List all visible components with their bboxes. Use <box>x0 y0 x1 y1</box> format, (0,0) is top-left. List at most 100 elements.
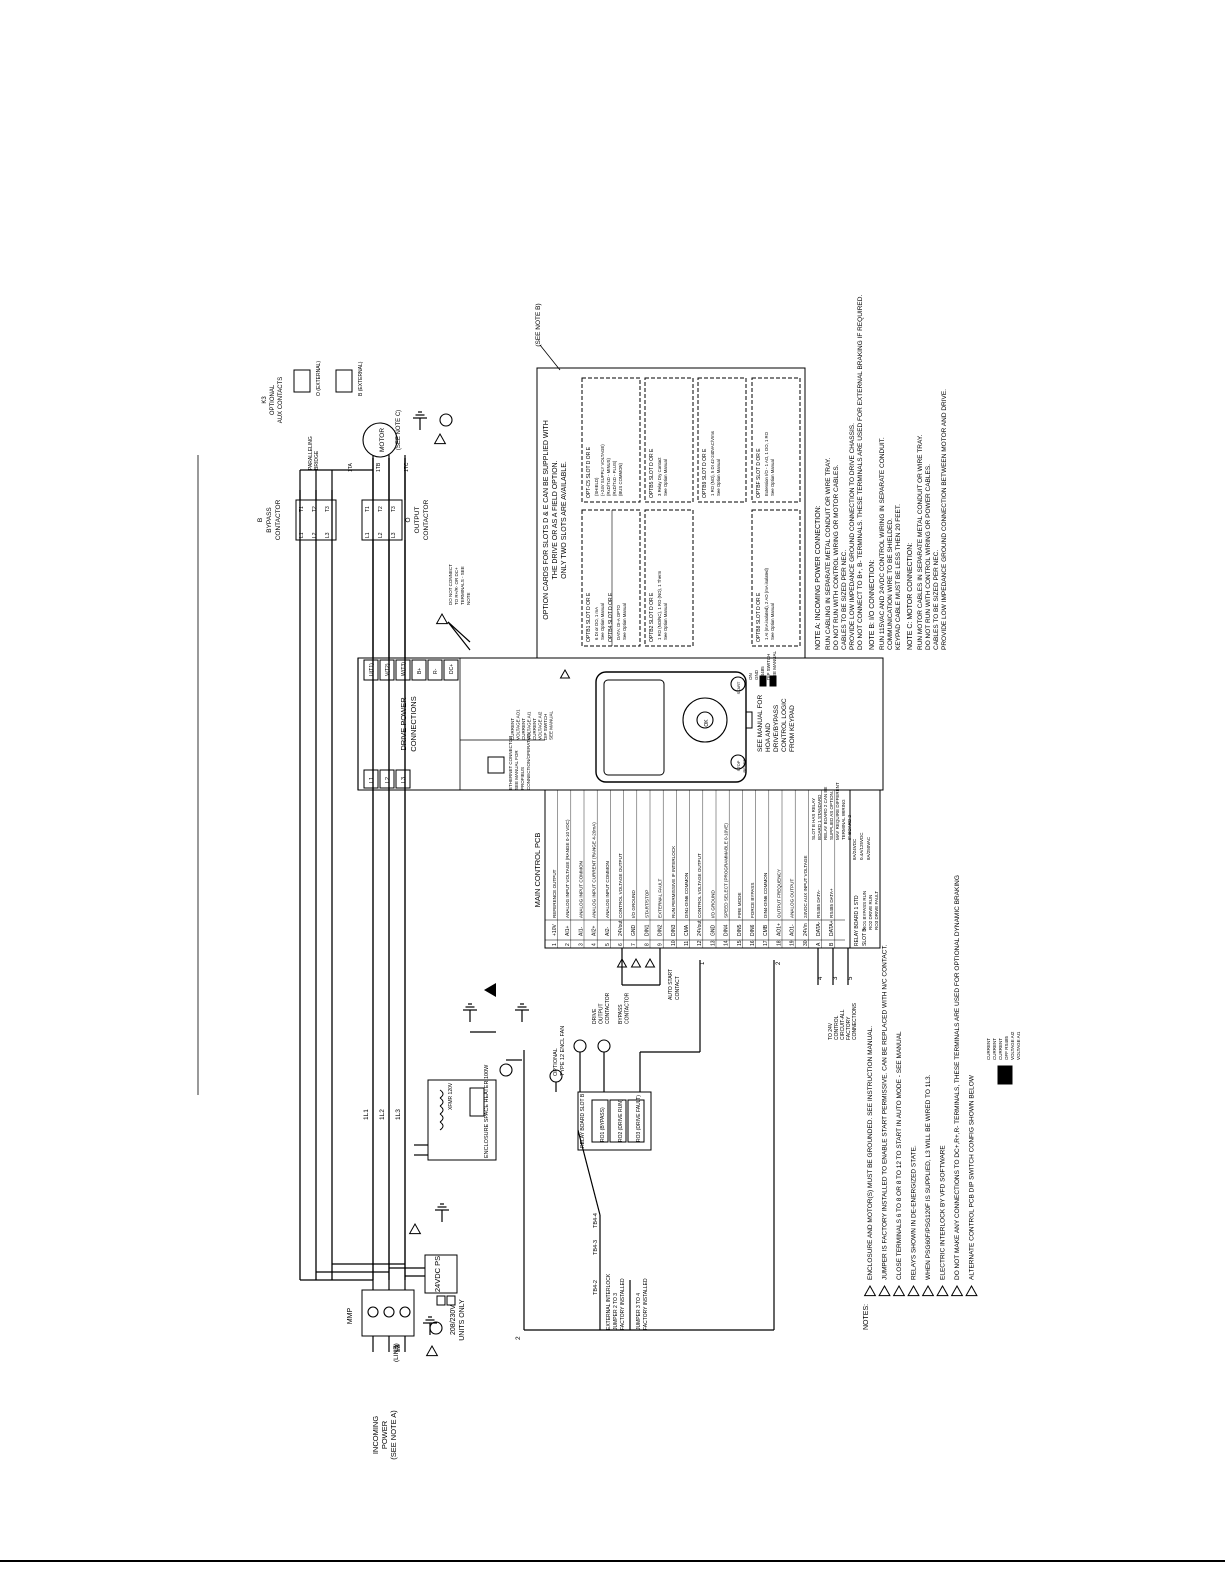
paralleling-bridge-label: BRIDGE <box>314 450 320 470</box>
option-card-line: (SHIELD) <box>594 477 599 496</box>
start-key-label: START <box>736 681 741 694</box>
terminal-number: 15 <box>737 940 743 946</box>
option-card-title: OPTB2 SLOT D OR E <box>649 592 655 642</box>
relay-row-label: RO1 (BYPASS) <box>600 1107 606 1142</box>
notes-bottom-section: NOTES:ENCLOSURE AND MOTOR(S) MUST BE GRO… <box>863 875 1021 1330</box>
transformer-coil <box>439 1113 444 1123</box>
terminal-number: 16 <box>750 940 756 946</box>
relay-table-header: RELAY BOARD 1 STD <box>854 895 860 946</box>
bypass-contactor-label: CONTACTOR <box>625 992 631 1024</box>
option-card-box <box>751 509 801 647</box>
do-not-connect-note: TERMINALS - SEE <box>460 566 465 605</box>
wire-segment <box>577 1129 601 1216</box>
option-card-line: DATA: DI-A OPTO <box>616 604 621 640</box>
relay-table-row: RO3 DRIVE FAULT <box>874 891 879 930</box>
terminal-label: TB4-2 <box>593 1280 599 1295</box>
dip-switch-label: VOLTAGE AI1 <box>527 711 532 740</box>
ethernet-label: CONNECTION/OPERATION <box>526 732 531 790</box>
terminal-code: DIN2 <box>658 924 664 936</box>
note-item-text: JUMPER IS FACTORY INSTALLED TO ENABLE ST… <box>882 944 889 1280</box>
terminal-description: OUTPUT FREQUENCY <box>776 869 781 918</box>
alt-dip-label: VOLTAGE AI2 <box>1010 1031 1015 1060</box>
jumper-label: JUMPER 3 TO 4 <box>636 1293 642 1330</box>
terminal-code: AO1- <box>790 924 796 936</box>
terminal-number: A <box>816 942 822 946</box>
terminal-code: DIN4 <box>724 924 730 936</box>
terminal-code: AI1- <box>578 926 584 936</box>
terminal-code: AI2+ <box>592 925 598 936</box>
output-terminal-label: V(T2) <box>385 663 391 676</box>
slot-note: SUPPLIED AS OPTION. <box>829 791 834 840</box>
note-triangle-icon <box>921 1284 935 1297</box>
transformer-coil <box>439 1089 444 1099</box>
note-a-line: RUN CABLING IN SEPARATE METAL CONDUIT OR… <box>825 458 832 650</box>
to-24v-label: CIRCUIT-ALL <box>840 1009 846 1040</box>
option-card-line: See Option Manual <box>770 603 775 640</box>
terminal-number: 5 <box>605 943 611 946</box>
contactor-load-label: T1 <box>365 506 371 512</box>
relay-table-row: RO2 DRIVE RUN <box>868 895 873 930</box>
option-card-line: See Option Manual <box>622 603 627 640</box>
note-triangle-icon <box>630 957 642 968</box>
terminal-description: RUN PERMISSIVE IF INTERLOCK <box>671 845 676 918</box>
option-card-line: See Option Manual <box>716 459 721 496</box>
terminal-description: ANALOG INPUT COMMON <box>578 861 583 918</box>
dc-terminal-box <box>427 659 443 681</box>
line-terminal-label: L2 <box>394 1344 401 1352</box>
note-c-line: CABLES TO BE SIZED PER NEC. <box>933 550 940 650</box>
terminal-description: ANALOG OUTPUT <box>790 878 795 918</box>
option-card-line: See Option Manual <box>663 459 668 496</box>
terminal-description: DIN4-DIN6 COMMON <box>763 873 768 918</box>
aux-contact-label: O (EXTERNAL) <box>316 361 322 396</box>
motor-label: MOTOR <box>379 428 386 452</box>
terminal-number: 14 <box>724 940 730 946</box>
drive-outline <box>357 657 884 791</box>
dip-switch-label: SEE MANUAL <box>549 710 554 740</box>
fan-icon <box>499 1063 513 1077</box>
terminal-description: 24VDC AUX INPUT VOLTAGE <box>803 855 808 918</box>
terminal-code: +10V <box>552 924 558 936</box>
relay-table-header: SLOT B <box>862 928 868 946</box>
note-a-line: DO NOT RUN WITH CONTROL WIRING OR MOTOR … <box>833 464 840 650</box>
option-cards-header: ONLY TWO SLOTS ARE AVAILABLE. <box>561 461 568 579</box>
input-terminal-box <box>363 769 379 789</box>
option-card-title: OPTB5 SLOT D OR E <box>649 448 655 498</box>
terminal-description: I/O GROUND <box>710 889 715 918</box>
terminal-number: 2 <box>565 943 571 946</box>
terminal-code: CMB <box>763 924 769 936</box>
drive-contactor-label: OUTPUT <box>599 1003 605 1024</box>
to-24v-label: FACTORY <box>846 1016 852 1040</box>
alt-dip-label: OFF RS485 <box>1004 1035 1009 1060</box>
keypad-note: HOA AND <box>765 723 772 752</box>
transformer-coil <box>439 1105 444 1115</box>
fan-label: OPTIONAL <box>553 1048 559 1076</box>
note-triangle-icon <box>965 1284 978 1297</box>
wire-label: 1L3 <box>395 1109 402 1120</box>
terminal-code: AI1+ <box>565 925 571 936</box>
terminal-number: 6 <box>618 943 624 946</box>
motor-terminal-label: 1TA <box>348 463 354 472</box>
option-card-box <box>644 377 694 503</box>
relay-row-label: RO2 (DRIVE RUN) <box>618 1099 624 1142</box>
terminal-description: I/O GROUND <box>631 889 636 918</box>
dip-switch-label: CURRENT <box>532 718 537 740</box>
power-supply-label: 24VDC PS <box>433 1256 442 1292</box>
option-card-box <box>697 377 747 503</box>
contactor-coil-icon <box>573 1039 587 1053</box>
terminal-number: 1 <box>552 943 558 946</box>
terminal-description: DIN1-DIN6 COMMON <box>684 873 689 918</box>
relay-board-title: RELAY BOARD SLOT B <box>580 1093 586 1148</box>
slot-note: TERMINAL WIRING <box>841 799 846 840</box>
option-cards-header: THE DRIVE OR AS A FIELD OPTION. <box>552 460 559 579</box>
heater-element <box>469 1087 485 1117</box>
wire-label: 1L2 <box>379 1109 386 1120</box>
wire-segment <box>447 621 471 643</box>
rs485-dip-label: RS485 <box>760 666 765 680</box>
bypass-contactor-title: BYPASS <box>266 507 273 533</box>
